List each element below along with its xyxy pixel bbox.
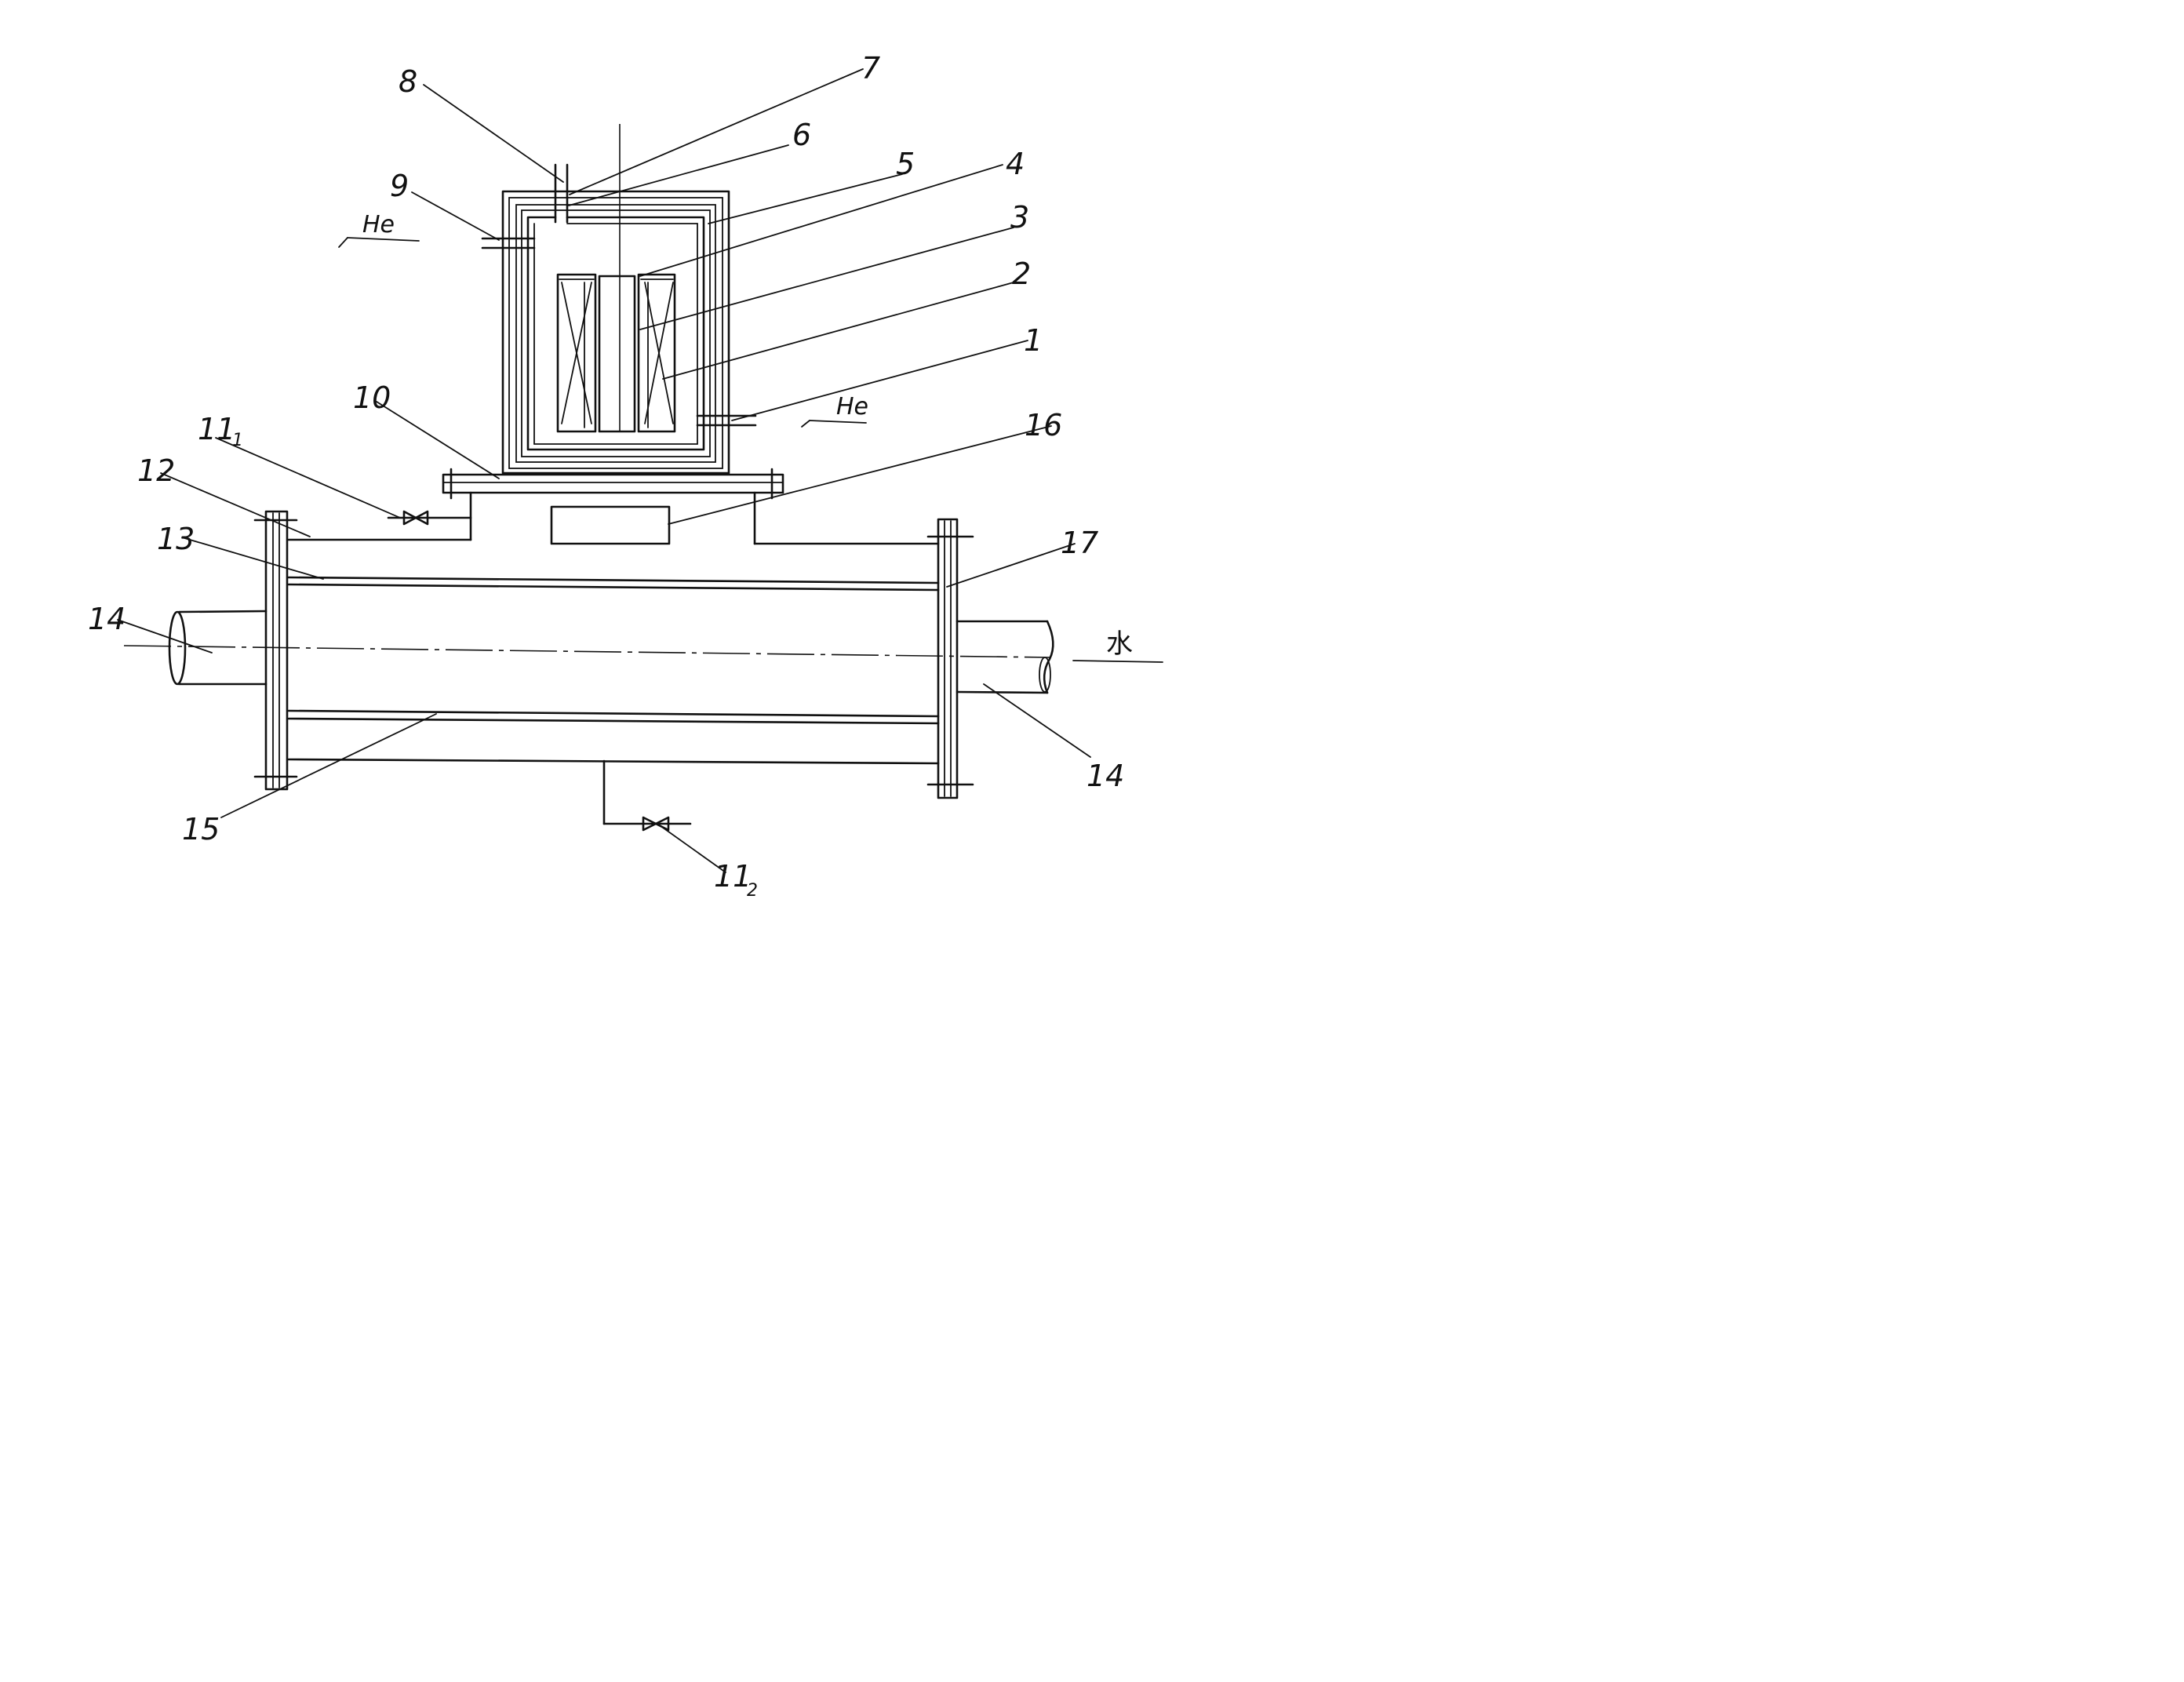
mounting-flange — [442, 468, 784, 500]
pipe-body — [287, 491, 940, 825]
water-flow-arrow — [1072, 660, 1163, 663]
right-coil — [637, 273, 676, 433]
right-water-pipe — [956, 620, 1054, 694]
label-1: 1 — [1024, 323, 1043, 358]
helium-outlet-port — [696, 414, 757, 427]
leader-lines — [117, 68, 1091, 873]
helium-outlet-arrow — [801, 420, 867, 428]
label-9: 9 — [390, 169, 409, 203]
left-coil — [556, 273, 597, 433]
label-11-2: 11 — [714, 859, 752, 894]
helium-inlet-arrow — [338, 237, 420, 248]
label-11-1: 11 — [198, 412, 235, 446]
label-12: 12 — [137, 453, 175, 488]
pipe-axis — [123, 645, 1052, 658]
label-8: 8 — [399, 64, 417, 99]
label-4: 4 — [1006, 147, 1025, 181]
diagram-stage: { "labels": { "l1": "1", "l2": "2", "l3"… — [0, 0, 1230, 946]
valve-upper — [387, 510, 472, 526]
hatched-block — [550, 505, 671, 545]
right-flange — [926, 518, 974, 799]
helium-inlet-port — [481, 237, 536, 249]
label-3: 3 — [1010, 200, 1029, 235]
label-13: 13 — [157, 522, 195, 556]
label-14-left: 14 — [88, 602, 126, 636]
central-core — [598, 275, 636, 433]
label-17: 17 — [1061, 526, 1098, 560]
label-2: 2 — [1012, 257, 1031, 291]
label-15: 15 — [182, 812, 220, 846]
helium-outlet-label: He — [836, 393, 868, 420]
left-water-pipe — [168, 610, 268, 686]
label-7: 7 — [861, 51, 880, 86]
technical-drawing: 8 7 6 5 4 3 2 1 9 10 11 1 12 13 14 14 15… — [88, 51, 1163, 901]
cryostat-outer-wall — [501, 190, 730, 475]
label-11-1-sub: 1 — [232, 431, 243, 450]
label-14-right: 14 — [1087, 759, 1124, 793]
cryostat-radiation-shield — [515, 204, 716, 463]
vent-pipe — [554, 163, 569, 224]
label-16: 16 — [1025, 408, 1062, 442]
left-flange — [253, 510, 298, 791]
helium-vessel — [526, 216, 705, 451]
label-11-2-sub: 2 — [747, 881, 758, 901]
label-5: 5 — [896, 147, 915, 181]
water-label: 水 — [1106, 628, 1133, 660]
helium-inlet-label: He — [362, 211, 395, 238]
label-10: 10 — [353, 380, 391, 415]
label-6: 6 — [792, 118, 811, 152]
